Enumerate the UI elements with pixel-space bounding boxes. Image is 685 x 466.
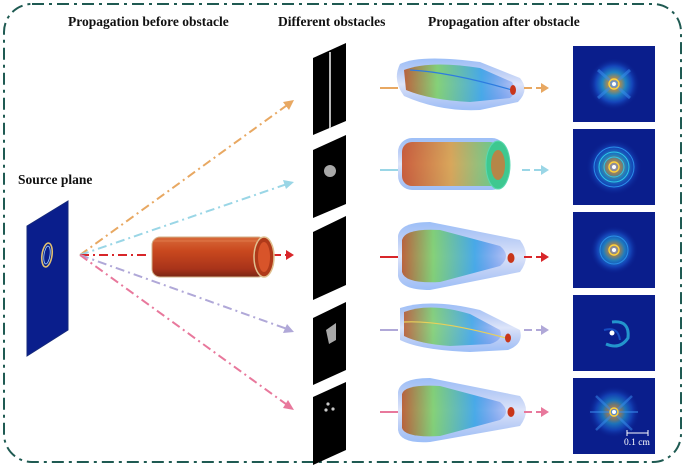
- beam-core-2: [398, 378, 526, 443]
- heading-obstacles: Different obstacles: [278, 14, 386, 29]
- output-arrows: [380, 83, 549, 417]
- heading-source: Source plane: [18, 172, 93, 187]
- obstacle-column: [313, 43, 346, 465]
- beams-after-obstacle: [396, 58, 526, 443]
- output-panel-1: [573, 46, 655, 122]
- arrow-line-dots: [79, 254, 291, 408]
- output-panel-5: [573, 378, 655, 454]
- arrow-head-polygon: [283, 324, 294, 333]
- beam-tube: [398, 138, 511, 190]
- output-panel-3: [573, 212, 655, 288]
- arrow-head-dots: [283, 400, 294, 410]
- propagation-arrows: [79, 100, 294, 410]
- arrow-head-vertical: [283, 100, 294, 110]
- initial-beam-tube: [151, 236, 275, 278]
- beam-split: [400, 303, 521, 352]
- arrow-line-polygon: [79, 254, 291, 331]
- beam-core: [398, 222, 526, 290]
- heading-before: Propagation before obstacle: [68, 14, 229, 29]
- output-panel-2: [573, 129, 655, 205]
- arrow-line-circle: [79, 182, 291, 256]
- arrow-head-center: [286, 250, 294, 260]
- output-panel-4: [573, 295, 655, 371]
- source-plane: [26, 200, 69, 357]
- output-intensity-panels: [573, 46, 655, 454]
- arrow-line-vertical: [79, 102, 291, 256]
- obstacle-none: [313, 216, 346, 300]
- arrow-head-circle: [283, 180, 294, 189]
- frame-border: [3, 3, 682, 463]
- obstacle-three-dots: [313, 382, 346, 465]
- heading-after: Propagation after obstacle: [428, 14, 580, 29]
- scale-bar-label: 0.1 cm: [624, 438, 650, 448]
- beam-distorted: [396, 58, 525, 111]
